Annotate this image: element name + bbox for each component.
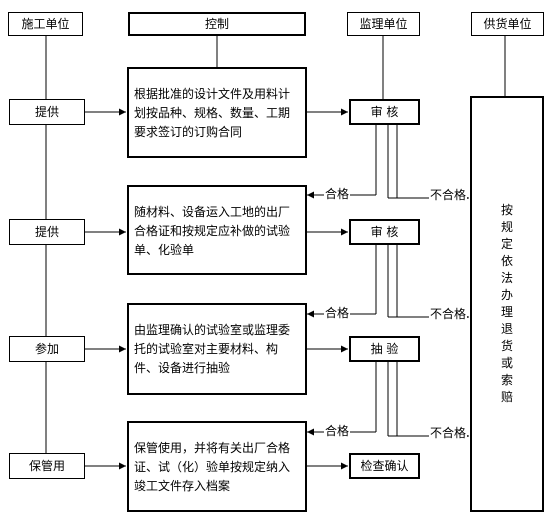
header-contractor: 施工单位 <box>8 12 83 36</box>
supplier-action-char: 退 <box>500 322 513 336</box>
contractor-step-provide-1: 提供 <box>9 99 85 125</box>
supervisor-review-2: 审 核 <box>349 219 420 245</box>
supplier-action-char: 依 <box>500 254 513 268</box>
fail-label-3: 不合格 <box>429 426 468 440</box>
fail-label-2: 不合格 <box>429 307 468 321</box>
supervisor-review-1: 审 核 <box>349 99 420 125</box>
pass-label-3: 合格 <box>324 424 351 438</box>
supplier-action-char: 或 <box>500 356 513 370</box>
supplier-action-char: 货 <box>500 339 513 353</box>
supplier-action-char: 办 <box>500 288 513 302</box>
supplier-action-char: 规 <box>500 220 513 234</box>
process-step-archive: 保管使用，并将有关出厂合格证、试（化）验单按规定纳入竣工文件存入档案 <box>127 421 307 512</box>
supervisor-sampling: 抽 验 <box>349 336 420 362</box>
header-supplier: 供货单位 <box>471 12 544 36</box>
process-step-sampling: 由监理确认的试验室或监理委托的试验室对主要材料、构件、设备进行抽验 <box>127 303 307 395</box>
header-supervisor: 监理单位 <box>347 12 420 36</box>
supplier-action-char: 定 <box>500 237 513 251</box>
supplier-action-char: 理 <box>500 305 513 319</box>
process-step-certificates: 随材料、设备运入工地的出厂合格证和按规定应补做的试验单、化验单 <box>127 185 307 275</box>
supplier-action-box: 按 规 定 依 法 办 理 退 货 或 索 赔 <box>470 96 544 512</box>
contractor-step-participate: 参加 <box>9 336 85 362</box>
header-control: 控制 <box>128 12 306 36</box>
fail-label-1: 不合格 <box>429 188 468 202</box>
supervisor-confirm: 检查确认 <box>349 453 420 479</box>
contractor-step-provide-2: 提供 <box>9 219 85 245</box>
process-step-contract: 根据批准的设计文件及用料计划按品种、规格、数量、工期要求签订的订购合同 <box>127 67 307 158</box>
pass-label-1: 合格 <box>324 187 351 201</box>
pass-label-2: 合格 <box>324 306 351 320</box>
supplier-action-char: 按 <box>500 203 513 217</box>
supplier-action-char: 法 <box>500 271 513 285</box>
supplier-action-char: 索 <box>500 373 513 387</box>
contractor-step-keep: 保管用 <box>9 453 85 479</box>
supplier-action-char: 赔 <box>500 390 513 404</box>
